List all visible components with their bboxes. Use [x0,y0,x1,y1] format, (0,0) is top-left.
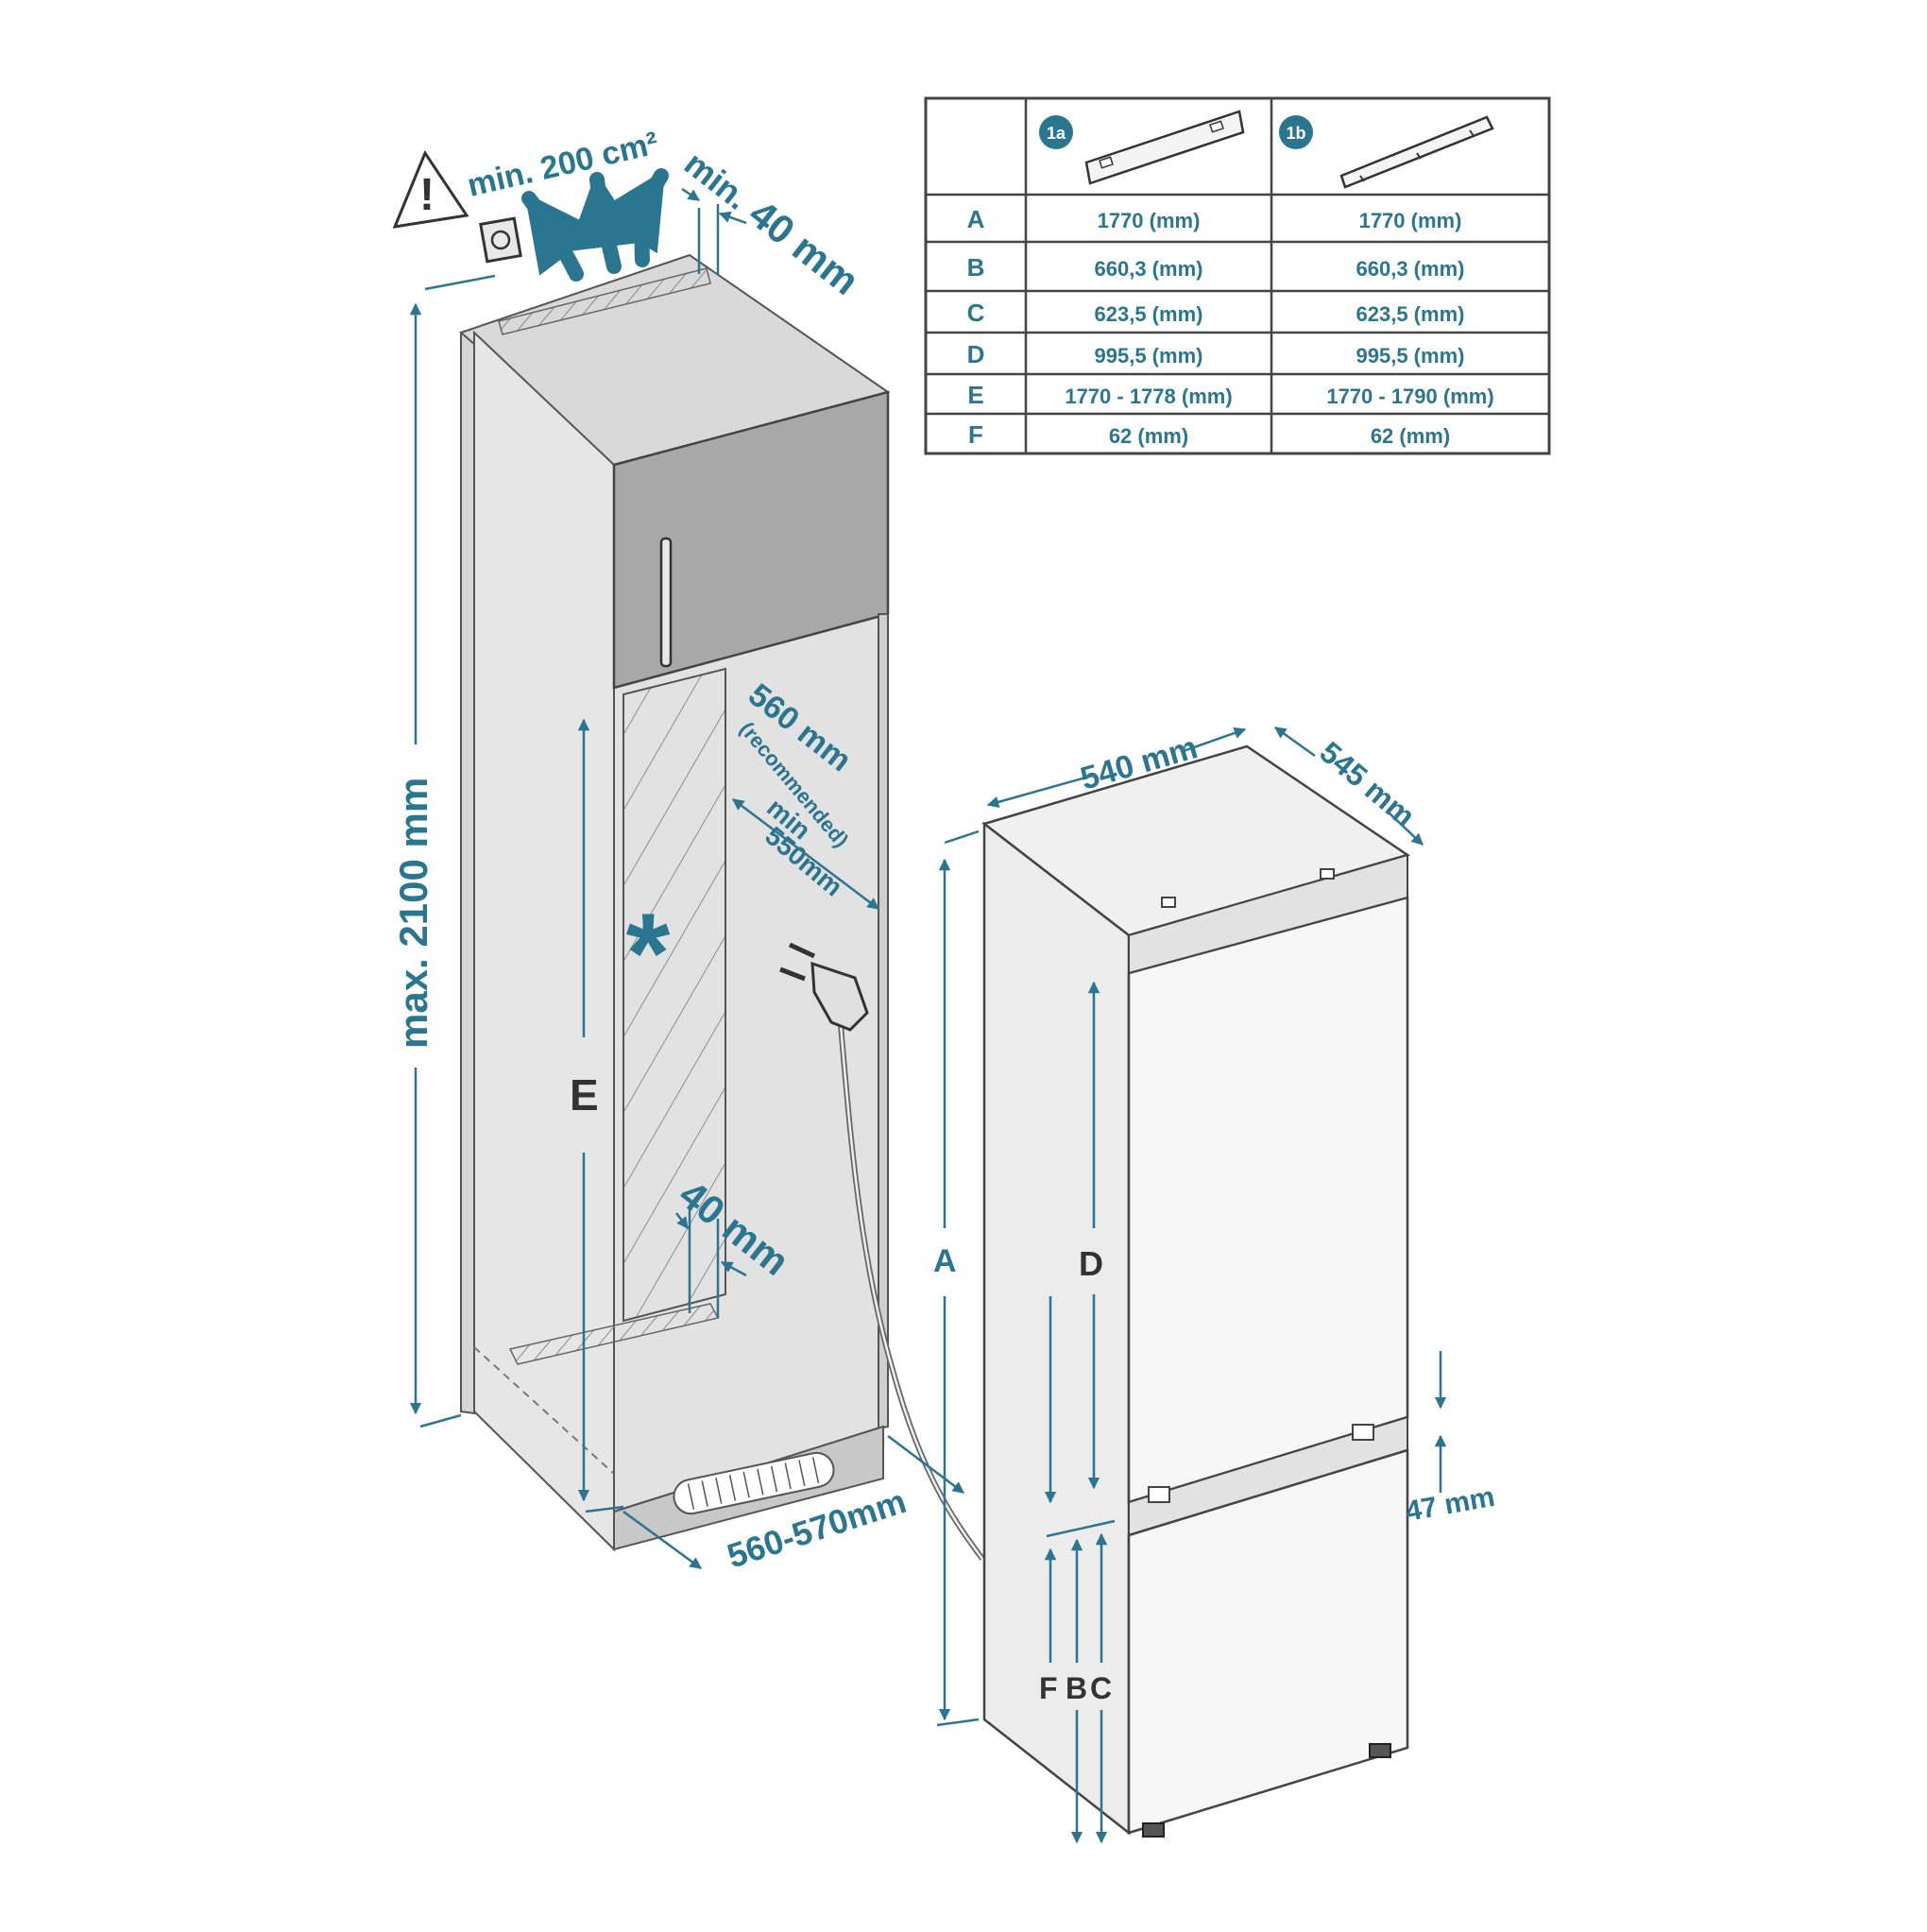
top-gap-value-label: 40 mm [741,191,867,303]
niche-inner-panel [622,667,726,1323]
table-row: A 1770 (mm) 1770 (mm) [967,205,1462,233]
header-1a-label: 1a [1047,124,1066,143]
table-row-key: F [968,420,983,449]
appliance-upper-door [1127,896,1409,1504]
svg-text:!: ! [419,170,435,220]
appliance-depth-dimension [1273,726,1424,846]
ventilation-arrows-icon [521,168,669,282]
floor-dashed-outline [473,1346,615,1475]
dimensions-table: 1a 1b A 1770 (mm) 1770 (mm) B 660,3 (mm) 660,… [924,96,1551,455]
power-plug-icon [779,942,869,1032]
max-height-label: max. 2100 mm [391,778,435,1049]
cabinet-group: * [459,253,985,1561]
back-gap-dimension [675,1209,747,1318]
top-gap-dimension [681,187,747,274]
header-1b-label: 1b [1286,124,1305,143]
max-height-dimension [409,274,496,1428]
table-row: D 995,5 (mm) 995,5 (mm) [967,340,1465,368]
wall-socket-icon [479,216,522,264]
c-label: C [1090,1671,1112,1705]
table-cell-1b: 623,5 (mm) [1356,302,1465,326]
plinth-vent-grille [673,1451,835,1515]
table-row: F 62 (mm) 62 (mm) [968,420,1450,449]
appliance-top-rail [1128,853,1408,975]
table-cell-1a: 623,5 (mm) [1095,302,1203,326]
a-dimension [936,829,980,1727]
b-label: B [1066,1671,1087,1705]
table-row-key: D [967,340,985,368]
niche-width-min-dimension [732,798,879,910]
table-row: B 660,3 (mm) 660,3 (mm) [967,253,1465,282]
a-label: A [933,1243,957,1279]
bracket-1b-icon [1339,115,1494,189]
niche-width-range-dimension [585,1435,964,1570]
fbc-dimensions [1044,1519,1116,1844]
f-label: F [1039,1671,1058,1705]
table-cell-1b: 1770 (mm) [1359,209,1462,232]
door-handle [659,537,673,668]
e-label-left: E [570,1070,599,1120]
table-cell-1a: 1770 (mm) [1098,209,1201,232]
table-cell-1a: 62 (mm) [1109,424,1188,448]
appliance-lower-door [1127,1448,1409,1835]
table-row-key: C [967,299,985,327]
table-row-key: B [967,253,985,282]
bracket-1a-icon [1084,110,1245,185]
appliance-width-dimension [986,727,1247,808]
warning-icon: ! [392,149,469,229]
cabinet-left-panel [460,329,475,1415]
table-cell-1a: 660,3 (mm) [1095,257,1203,281]
d-label: D [1079,1244,1103,1283]
table-cell-1b: 62 (mm) [1371,424,1450,448]
snowflake-icon: * [626,890,671,1017]
table-cell-1a: 995,5 (mm) [1095,344,1203,368]
table-row-key: A [967,205,985,233]
table-row: C 623,5 (mm) 623,5 (mm) [967,299,1465,327]
d-dimension [1044,981,1100,1504]
table-row-key: E [967,381,983,409]
table-cell-1b: 1770 - 1790 (mm) [1326,385,1493,408]
niche-front-right-edge [878,613,889,1430]
vent-area-label: min. 200 cm² [464,125,661,203]
header-1b: 1b [1279,115,1313,149]
table-row: E 1770 - 1778 (mm) 1770 - 1790 (mm) [967,381,1493,409]
table-cell-1b: 995,5 (mm) [1356,344,1465,368]
header-1a: 1a [1039,115,1073,149]
table-cell-1a: 1770 - 1778 (mm) [1065,385,1232,408]
top-vent-hatch [498,267,711,335]
gap-47-label: 47 mm [1403,1481,1496,1528]
table-cell-1b: 660,3 (mm) [1356,257,1465,281]
